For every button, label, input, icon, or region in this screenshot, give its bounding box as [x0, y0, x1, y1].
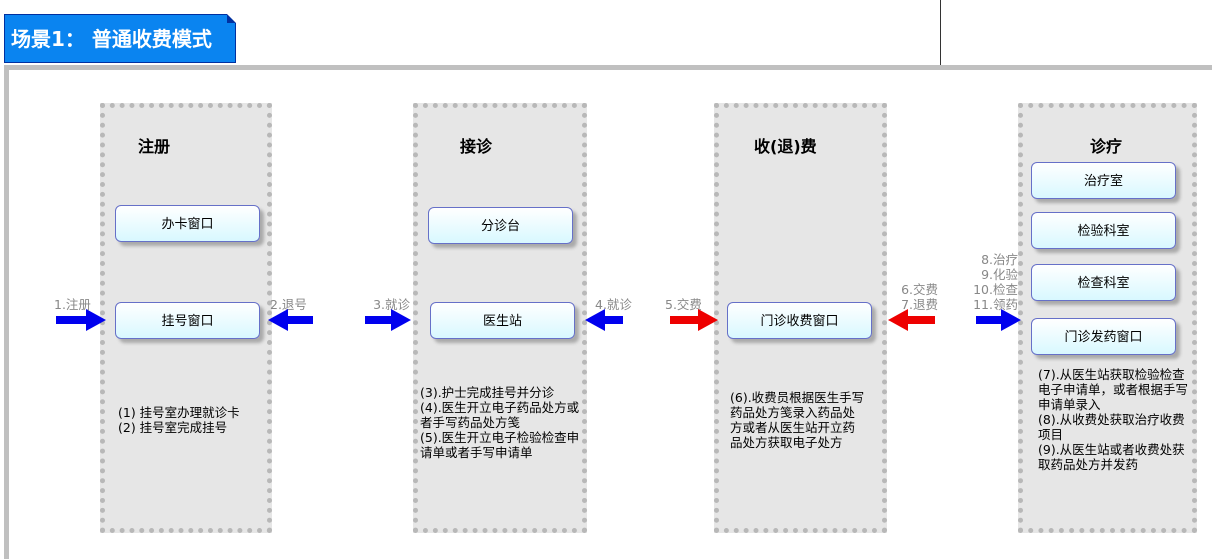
arrow-right-icon: [56, 309, 106, 331]
frame-border-top: [4, 65, 1212, 70]
arrow-label: 6.交费 7.退费: [901, 282, 938, 312]
swimlane-note: (7).从医生站获取检验检查电子申请单，或者根据手写申请单录入(8).从收费处获…: [1038, 367, 1188, 472]
arrow-label: 5.交费: [665, 297, 702, 312]
note-line: (4).医生开立电子药品处方或者手写药品处方笺: [420, 400, 580, 430]
arrow-left-icon: [585, 309, 623, 331]
note-line: (8).从收费处获取治疗收费项目: [1038, 412, 1185, 442]
window-button[interactable]: 门诊发药窗口: [1031, 318, 1176, 355]
swimlane-note: (3).护士完成挂号并分诊(4).医生开立电子药品处方或者手写药品处方笺(5).…: [420, 385, 582, 460]
divider: [940, 0, 941, 66]
frame-border-left: [4, 65, 9, 559]
window-button[interactable]: 治疗室: [1031, 162, 1176, 199]
window-button[interactable]: 检验科室: [1031, 212, 1176, 249]
note-line: (7).从医生站获取检验检查电子申请单，或者根据手写申请单录入: [1038, 367, 1189, 412]
arrow-left-icon: [888, 309, 935, 331]
note-line: (9).从医生站或者收费处获取药品处方并发药: [1038, 442, 1185, 472]
swimlane-title: 诊疗: [1090, 137, 1123, 156]
window-button[interactable]: 挂号窗口: [115, 302, 260, 339]
note-line: (5).医生开立电子检验检查申请单或者手写申请单: [420, 430, 580, 460]
swimlane-title: 接诊: [460, 137, 493, 156]
note-line: (3).护士完成挂号并分诊: [420, 385, 555, 400]
arrow-right-icon: [976, 309, 1021, 331]
arrow-label: 4.就诊: [595, 297, 632, 312]
arrow-right-icon: [670, 309, 718, 331]
note-line: (6).收费员根据医生手写药品处方笺录入药品处方或者从医生站开立药品处方获取电子…: [730, 390, 865, 450]
swimlane-title: 收(退)费: [754, 137, 817, 156]
arrow-right-icon: [365, 309, 411, 331]
note-line: (2) 挂号室完成挂号: [118, 420, 228, 435]
window-button[interactable]: 分诊台: [428, 207, 573, 244]
arrow-label: 2.退号: [270, 297, 307, 312]
arrow-label: 1.注册: [54, 297, 91, 312]
arrow-label: 3.就诊: [373, 297, 410, 312]
note-line: (1) 挂号室办理就诊卡: [118, 405, 240, 420]
arrow-left-icon: [268, 309, 313, 331]
window-button[interactable]: 门诊收费窗口: [727, 302, 872, 339]
swimlane-title: 注册: [138, 137, 171, 156]
arrow-label: 8.治疗 9.化验 10.检查 11.领药: [973, 252, 1018, 312]
swimlane-note: (1) 挂号室办理就诊卡(2) 挂号室完成挂号: [118, 405, 258, 435]
window-button[interactable]: 医生站: [430, 302, 575, 339]
swimlane-note: (6).收费员根据医生手写药品处方笺录入药品处方或者从医生站开立药品处方获取电子…: [730, 390, 865, 450]
window-button[interactable]: 检查科室: [1031, 264, 1176, 301]
window-button[interactable]: 办卡窗口: [115, 205, 260, 242]
scenario-title: 场景1： 普通收费模式: [4, 14, 236, 63]
